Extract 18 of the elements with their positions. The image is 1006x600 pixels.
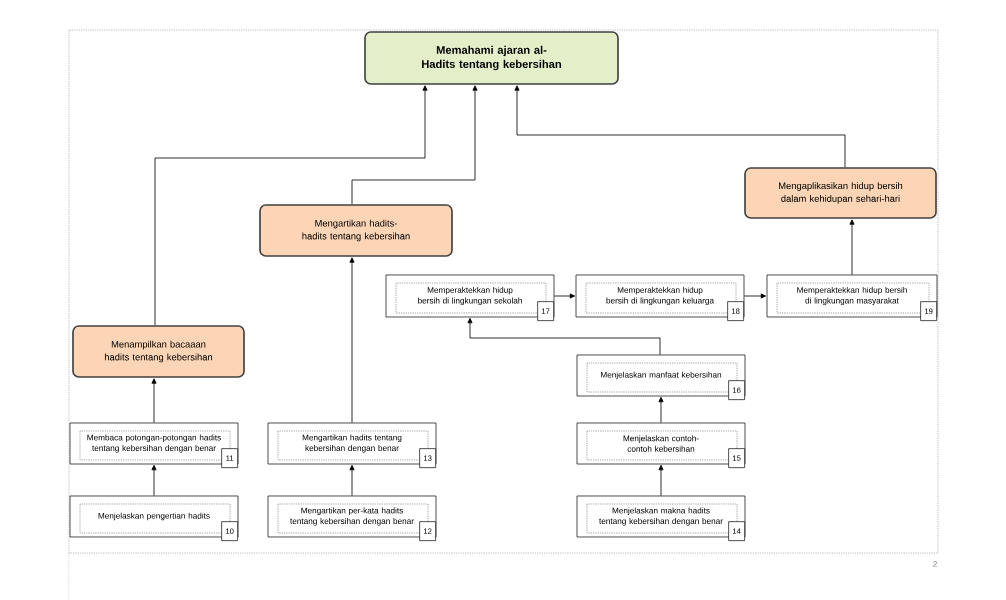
arrow [349, 464, 355, 497]
goal-box: Memahami ajaran al-Hadits tentang kebersihan [364, 31, 619, 85]
competency-box: Mengartikan hadits-hadits tentang kebersihan [259, 204, 453, 257]
arrow [658, 396, 664, 424]
arrow [849, 219, 855, 276]
arrow [351, 85, 478, 205]
arrow [658, 464, 664, 497]
arrow [151, 464, 157, 497]
arrow [151, 378, 157, 424]
arrow [349, 257, 355, 424]
arrow [553, 293, 576, 299]
arrow [467, 317, 661, 356]
arrow [514, 85, 846, 168]
competency-box: Menampilkan bacaaan hadits tentang kebersihan [72, 325, 245, 378]
page-number: 2 [933, 561, 937, 567]
arrow [154, 85, 428, 326]
competency-box: Mengaplikasikan hidup bersih dalam kehidupan sehari-hari [744, 167, 937, 219]
arrow [743, 293, 767, 299]
